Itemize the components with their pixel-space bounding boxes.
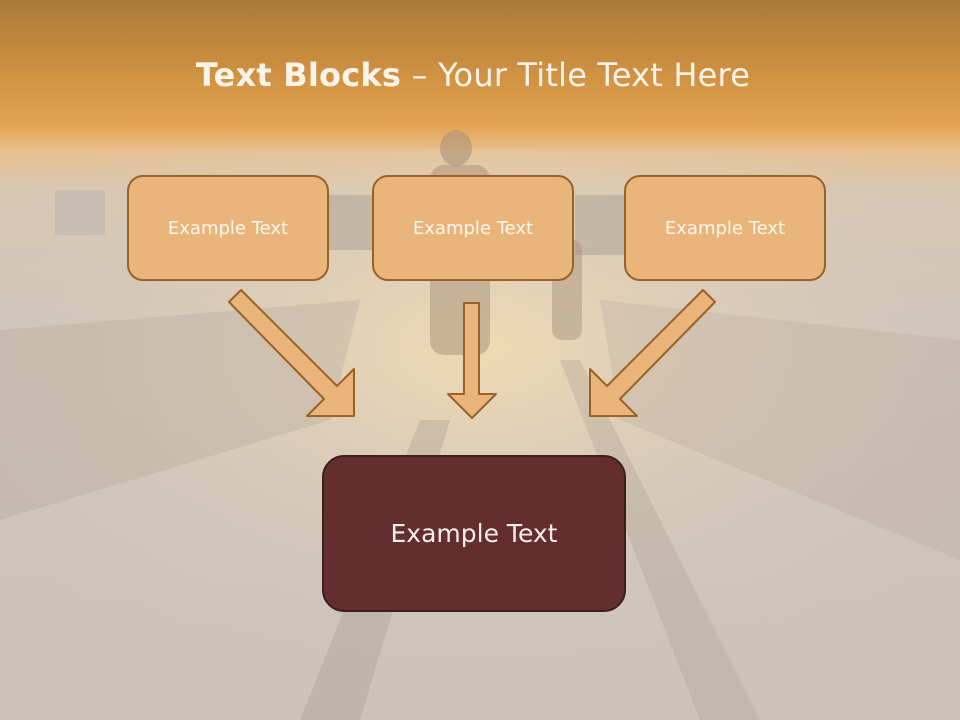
target-text-block-label: Example Text — [390, 519, 558, 548]
title-rest: Your Title Text Here — [438, 56, 751, 94]
text-block-1-label: Example Text — [167, 217, 289, 239]
title-dash: – — [401, 56, 439, 94]
slide-title: Text Blocks – Your Title Text Here — [0, 56, 946, 94]
text-block-2[interactable]: Example Text — [372, 175, 574, 281]
arrow-down-icon — [447, 302, 497, 419]
text-block-1[interactable]: Example Text — [127, 175, 329, 281]
target-text-block[interactable]: Example Text — [322, 455, 626, 612]
text-block-2-label: Example Text — [412, 217, 534, 239]
arrow-down-left-icon — [589, 289, 716, 417]
arrow-down-right-icon — [228, 289, 355, 417]
text-block-3[interactable]: Example Text — [624, 175, 826, 281]
text-block-3-label: Example Text — [664, 217, 786, 239]
title-bold-part: Text Blocks — [195, 56, 402, 94]
